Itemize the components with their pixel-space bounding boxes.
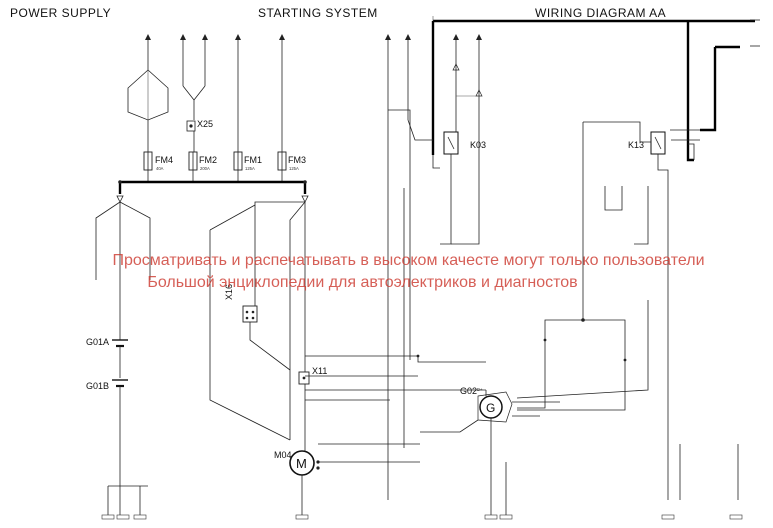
g01b-label: G01B — [86, 381, 109, 391]
x16-label: X16 — [224, 284, 234, 300]
fm2-rating: 200A — [200, 166, 210, 171]
g02-symbol: G — [486, 401, 495, 415]
x25-label: X25 — [197, 119, 213, 129]
power-supply-title: POWER SUPPLY — [10, 6, 112, 20]
fm4-rating: 40A — [156, 166, 164, 171]
fm2-label: FM2 — [199, 155, 217, 165]
fm4-label: FM4 — [155, 155, 173, 165]
watermark-line-1: Просматривать и распечатывать в высоком … — [112, 252, 705, 269]
top-bus-lines — [431, 16, 760, 162]
wiring-diagram-title: WIRING DIAGRAM AA — [535, 6, 667, 20]
g02-label: G02 — [460, 386, 477, 396]
watermark-line-2: Большой энциклопедии для автоэлектриков … — [147, 274, 578, 291]
fm1-rating: 125A — [245, 166, 255, 171]
connector-arrow — [145, 34, 151, 40]
fm3-label: FM3 — [288, 155, 306, 165]
x25-connector — [186, 120, 196, 132]
fm1-label: FM1 — [244, 155, 262, 165]
m04-symbol: M — [296, 456, 307, 471]
power-supply-section: X25 FM4 40A FM2 200A FM1 125A FM3 125A — [86, 34, 309, 520]
g01a-label: G01A — [86, 337, 109, 347]
g02-dplus: D+ — [477, 387, 483, 392]
k13-label: K13 — [628, 140, 644, 150]
starting-system-title: STARTING SYSTEM — [258, 6, 378, 20]
k03-label: K03 — [470, 140, 486, 150]
x16-connector — [242, 305, 258, 323]
fm3-rating: 125A — [289, 166, 299, 171]
m04-label: M04 — [274, 450, 292, 460]
wiring-section: K03 K13 — [118, 34, 743, 520]
starting-system-section: X16 X11 M M04 — [209, 201, 486, 520]
x11-label: X11 — [312, 366, 327, 376]
